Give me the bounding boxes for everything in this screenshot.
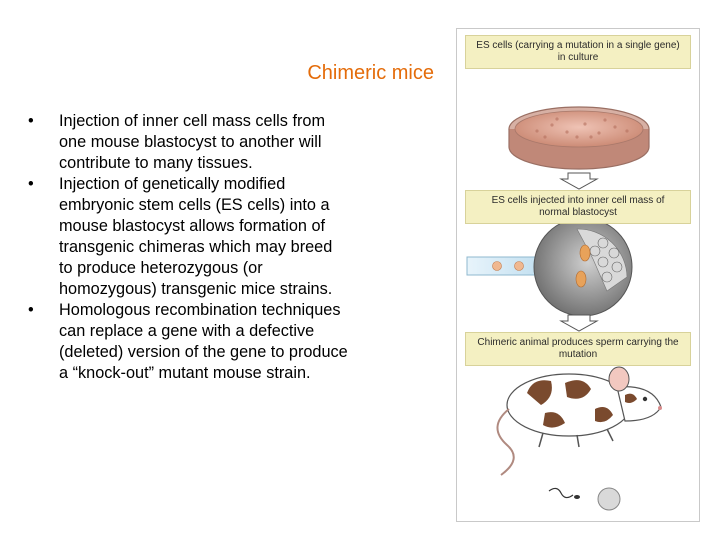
- caption-chimeric-animal: Chimeric animal produces sperm carrying …: [465, 332, 691, 366]
- bullet-list: • Injection of inner cell mass cells fro…: [28, 111, 348, 384]
- sperm-and-egg-icon: [548, 487, 621, 511]
- caption-es-cells-culture: ES cells (carrying a mutation in a singl…: [465, 35, 691, 69]
- caption-injection: ES cells injected into inner cell mass o…: [465, 190, 691, 224]
- bullet-item: • Injection of genetically modified embr…: [28, 174, 348, 300]
- petri-dish-icon: [508, 106, 650, 170]
- bullet-text: Injection of genetically modified embryo…: [59, 175, 333, 298]
- bullet-marker: •: [28, 175, 34, 193]
- bullet-marker: •: [28, 301, 34, 319]
- bullet-item: • Injection of inner cell mass cells fro…: [28, 111, 348, 174]
- bullet-text: Homologous recombination techniques can …: [59, 301, 348, 382]
- figure-illustration: [466, 106, 662, 511]
- bullet-text: Injection of inner cell mass cells from …: [59, 112, 326, 172]
- chimera-figure: ES cells (carrying a mutation in a singl…: [456, 28, 700, 522]
- bullet-item: • Homologous recombination techniques ca…: [28, 300, 348, 384]
- slide-title: Chimeric mice: [307, 62, 434, 84]
- bullet-marker: •: [28, 112, 34, 130]
- down-arrow-icon: [559, 172, 599, 190]
- down-arrow-icon: [559, 314, 599, 332]
- chimeric-mouse-icon: [496, 366, 662, 476]
- blastocyst-injection-icon: [466, 217, 633, 317]
